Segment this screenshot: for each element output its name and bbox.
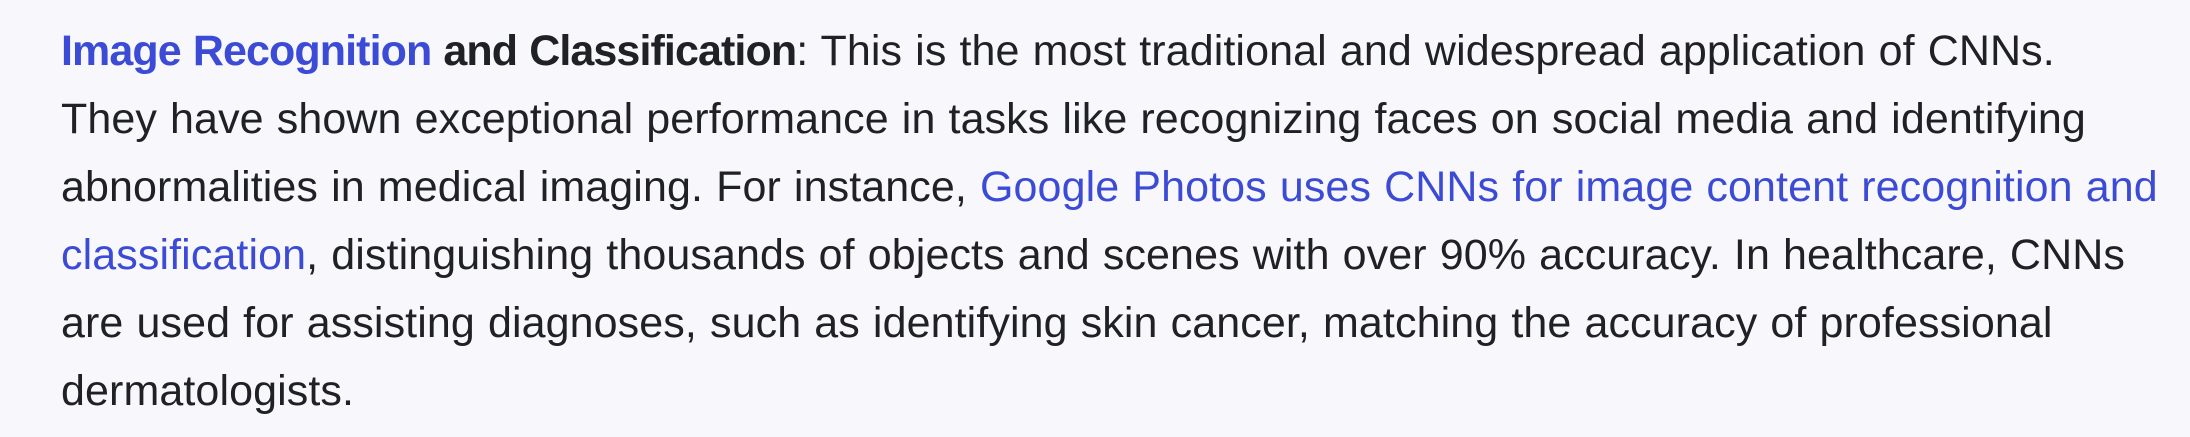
google-photos-link[interactable]: Google Photos uses CNNs for image conten…	[61, 163, 2158, 279]
body-text-conclusion: , distinguishing thousands of objects an…	[61, 231, 2125, 415]
section-heading: Image Recognition and Classification	[61, 27, 797, 75]
heading-text: and Classification	[431, 27, 797, 75]
paragraph: Image Recognition and Classification: Th…	[61, 17, 2161, 425]
body-text-intro: This is the most traditional and widespr…	[61, 27, 2086, 211]
image-recognition-link[interactable]: Image Recognition	[61, 27, 432, 75]
heading-colon: :	[796, 27, 809, 75]
article-body: Image Recognition and Classification: Th…	[61, 17, 2161, 425]
